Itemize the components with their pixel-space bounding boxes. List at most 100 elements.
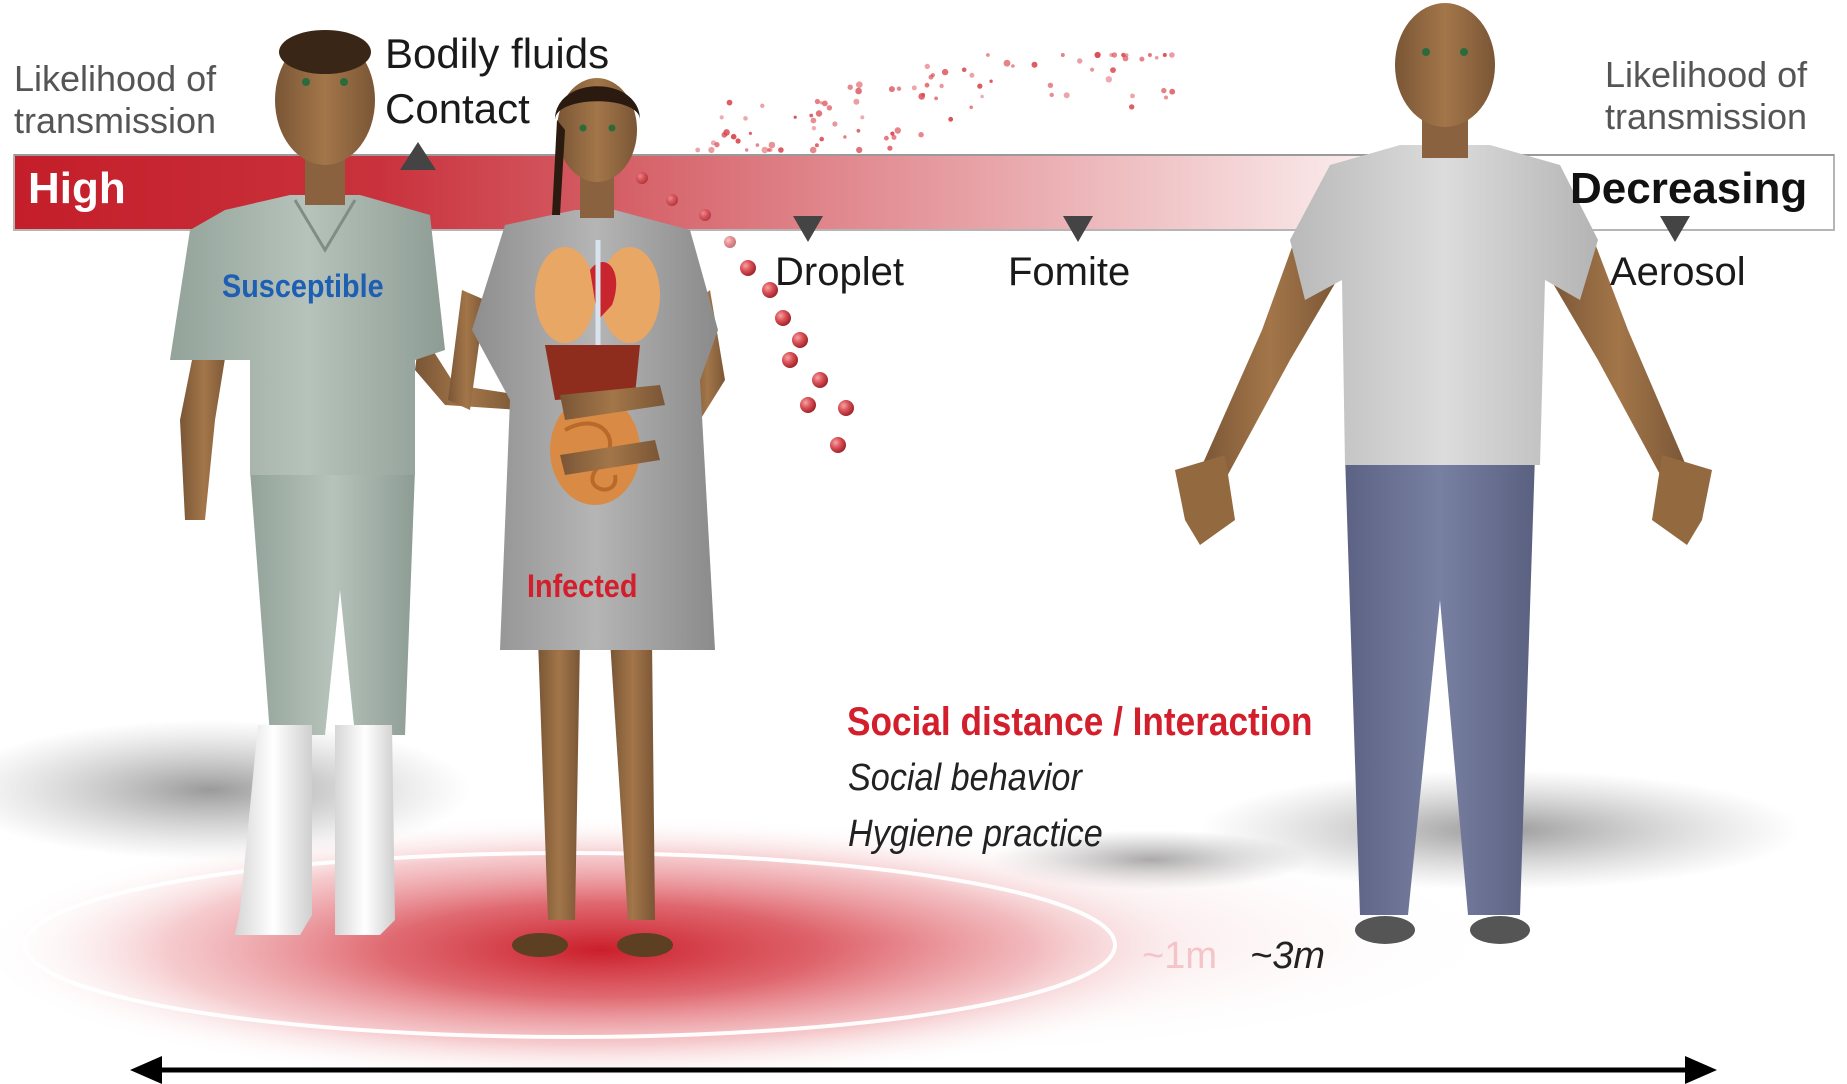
droplet-particle: [830, 437, 846, 453]
droplet-particle: [740, 260, 756, 276]
aerosol-particle: [731, 134, 737, 140]
aerosol-particle: [1004, 60, 1011, 67]
aerosol-particle: [736, 138, 741, 143]
aerosol-particle: [727, 100, 733, 106]
droplet-particle: [792, 332, 808, 348]
aerosol-particle: [939, 84, 943, 88]
aerosol-particle: [1169, 52, 1175, 58]
aerosol-particle: [1032, 62, 1038, 68]
fomite-label: Fomite: [1008, 250, 1130, 295]
aerosol-particle: [921, 93, 925, 97]
aerosol-particle: [767, 148, 770, 151]
droplet-particle: [800, 397, 816, 413]
decreasing-label: Decreasing: [1570, 164, 1807, 214]
aerosol-particle: [934, 97, 938, 101]
aerosol-particle: [1061, 53, 1065, 57]
aerosol-particle: [756, 143, 760, 147]
aerosol-particle: [855, 88, 862, 95]
aerosol-particle: [1095, 52, 1101, 58]
right-boot: [335, 725, 395, 935]
aerosol-particle: [989, 80, 992, 83]
aerosol-label: Aerosol: [1610, 250, 1746, 295]
right-likelihood-label: Likelihood of transmission: [1605, 54, 1807, 138]
aerosol-particle: [843, 135, 846, 138]
aerosol-particle: [1077, 58, 1082, 63]
droplet-particle: [724, 236, 736, 248]
aerosol-particle: [1090, 68, 1094, 72]
aerosol-particle: [809, 114, 813, 118]
aerosol-particle: [1048, 83, 1053, 88]
contact-label: Contact: [385, 85, 530, 133]
aerosol-particle: [749, 132, 752, 135]
one-meter-label: ~1m: [1142, 935, 1217, 978]
aerosol-particle: [769, 142, 776, 149]
aerosol-particle: [1148, 53, 1152, 57]
aerosol-particle: [884, 136, 889, 141]
left-likelihood-label: Likelihood of transmission: [14, 58, 216, 142]
aerosol-particle: [853, 99, 859, 105]
aerosol-particle: [720, 115, 724, 119]
aerosol-particle: [827, 105, 832, 110]
droplet-particle: [782, 352, 798, 368]
social-behavior-label: Social behavior: [848, 757, 1082, 800]
aerosol-particle: [708, 147, 714, 153]
aerosol-particle: [925, 64, 930, 69]
aerosol-particle: [815, 143, 819, 147]
hygiene-practice-label: Hygiene practice: [848, 813, 1103, 856]
aerosol-particle: [778, 147, 784, 153]
droplet-particle: [812, 372, 828, 388]
three-meter-label: ~3m: [1250, 935, 1325, 978]
aerosol-particle: [815, 99, 820, 104]
aerosol-particle: [969, 106, 973, 110]
social-distance-title: Social distance / Interaction: [847, 700, 1313, 745]
aerosol-particle: [812, 126, 816, 130]
aerosol-particle: [1050, 93, 1054, 97]
aerosol-particle: [929, 75, 934, 80]
left-hand: [1175, 455, 1235, 545]
aerosol-particle: [745, 148, 748, 151]
aerosol-particle: [1129, 104, 1134, 109]
aerosol-particle: [1109, 53, 1113, 57]
aerosol-particle: [942, 69, 948, 75]
bodily-fluids-label: Bodily fluids: [385, 30, 609, 78]
aerosol-particle: [1123, 56, 1129, 62]
aerosol-particle: [948, 117, 953, 122]
aerosol-particle: [760, 104, 764, 108]
aerosol-particle: [695, 148, 700, 153]
aerosol-particle: [1164, 96, 1168, 100]
aerosol-particle: [897, 87, 901, 91]
aerosol-particle: [822, 101, 828, 107]
droplet-particle: [636, 172, 648, 184]
aerosol-particle: [1161, 88, 1166, 93]
aerosol-particle: [1011, 64, 1015, 68]
right-hand: [1652, 455, 1712, 545]
aerosol-particle: [856, 81, 863, 88]
aerosol-particle: [711, 140, 716, 145]
aerosol-particle: [811, 118, 817, 124]
head: [1395, 3, 1495, 127]
aerosol-particle: [1106, 76, 1112, 82]
droplet-label: Droplet: [775, 250, 904, 295]
t-shirt: [1290, 145, 1598, 465]
aerosol-particle: [1130, 94, 1135, 99]
aerosol-particle: [857, 129, 861, 133]
aerosol-particle: [1169, 89, 1175, 95]
aerosol-particle: [848, 85, 853, 90]
aerosol-particle: [819, 137, 824, 142]
aerosol-particle: [810, 147, 817, 154]
susceptible-label: Susceptible: [222, 268, 384, 305]
high-label: High: [28, 164, 126, 214]
aerosol-particle: [860, 115, 864, 119]
aerosol-particle: [1163, 53, 1167, 57]
aerosol-particle: [832, 121, 837, 126]
aerosol-particle: [1139, 57, 1144, 62]
aerosol-particle: [889, 86, 895, 92]
aerosol-particle: [980, 95, 984, 99]
droplet-particle: [775, 310, 791, 326]
aerosol-particle: [856, 147, 862, 153]
droplet-particle: [699, 209, 711, 221]
infected-label: Infected: [527, 568, 637, 605]
droplet-particle: [666, 194, 678, 206]
